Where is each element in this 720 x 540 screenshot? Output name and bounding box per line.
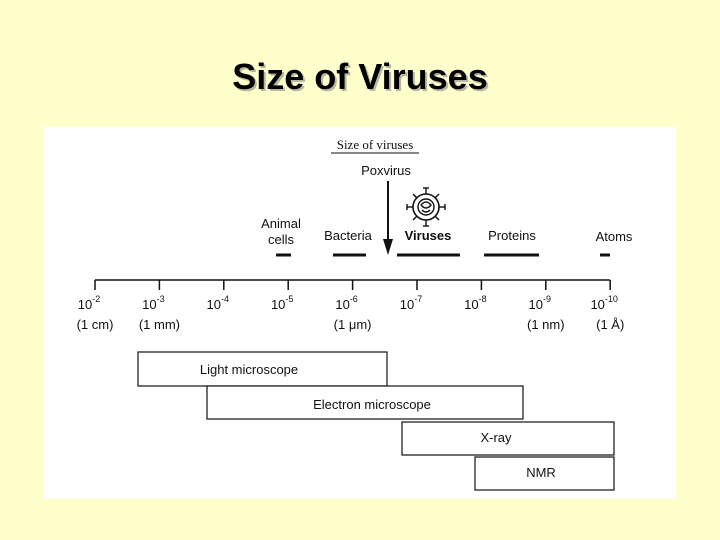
scale-unit-label: (1 nm) <box>527 317 565 332</box>
category-viruses-label: Viruses <box>405 228 452 243</box>
scale-unit-label: (1 μm) <box>334 317 372 332</box>
scale-unit-label: (1 Å) <box>596 317 624 332</box>
scale-tick-label: 10-6 <box>335 294 357 312</box>
scale-tick-label: 10-8 <box>464 294 486 312</box>
category-atoms-label: Atoms <box>596 229 633 244</box>
scale-tick-label: 10-9 <box>529 294 551 312</box>
scale-tick-label: 10-2 <box>78 294 100 312</box>
scale-tick-label: 10-4 <box>207 294 229 312</box>
scale-unit-label: (1 mm) <box>139 317 180 332</box>
range-x-ray <box>401 421 615 456</box>
scale-tick-label: 10-5 <box>271 294 293 312</box>
scale-ticks: 10-2 (1 cm) 10-3 (1 mm) 10-4 10-5 10-6 (1 μm) 10… <box>77 280 624 332</box>
poxvirus-label: Poxvirus <box>361 163 411 178</box>
range-x-ray-label: X-ray <box>480 430 512 445</box>
scale-tick-label: 10-7 <box>400 294 422 312</box>
diagram-panel: Size of viruses Poxvirus Animal cells Ba… <box>44 127 676 499</box>
range-nmr-label: NMR <box>526 465 556 480</box>
scale-unit-label: (1 cm) <box>77 317 114 332</box>
range-light-microscope-label: Light microscope <box>200 362 298 377</box>
range-nmr <box>474 456 615 491</box>
poxvirus-arrow-head <box>383 239 393 255</box>
scale-tick-label: 10-10 <box>590 294 617 312</box>
category-proteins-label: Proteins <box>488 228 536 243</box>
category-animal-cells-label-2: cells <box>268 232 295 247</box>
category-bacteria-label: Bacteria <box>324 228 372 243</box>
range-electron-microscope <box>206 385 524 420</box>
range-light-microscope <box>137 351 388 387</box>
range-electron-microscope-label: Electron microscope <box>313 397 431 412</box>
size-scale-diagram: Size of viruses Poxvirus Animal cells Ba… <box>77 137 633 491</box>
scale-tick-label: 10-3 <box>142 294 164 312</box>
category-animal-cells-label-1: Animal <box>261 216 301 231</box>
diagram-heading: Size of viruses <box>337 137 414 152</box>
virus-icon <box>406 187 446 227</box>
slide-title: Size of Viruses <box>232 56 488 97</box>
